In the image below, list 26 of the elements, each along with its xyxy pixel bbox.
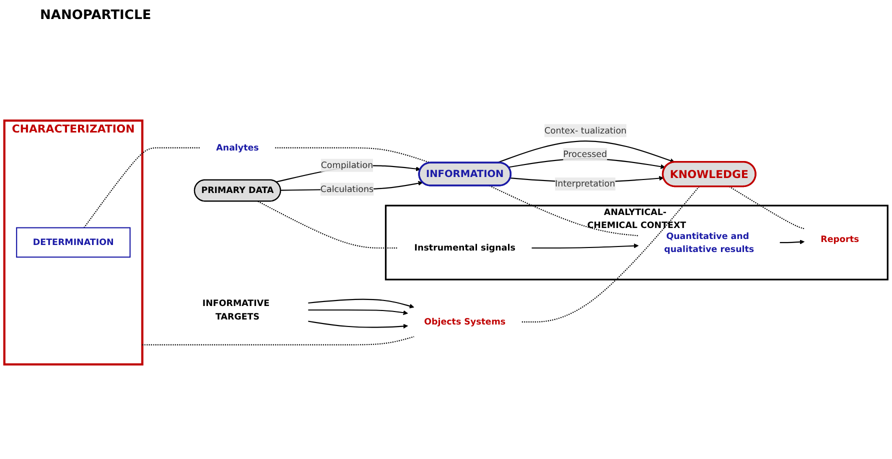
edge-label: Compilation bbox=[320, 160, 374, 170]
connector bbox=[258, 200, 398, 249]
edge-label: Interpretation bbox=[555, 178, 616, 189]
node-text: Quantitative and qualitative results bbox=[664, 230, 754, 254]
arrow bbox=[308, 309, 408, 316]
connector bbox=[522, 186, 700, 323]
label-text: NANOPARTICLE bbox=[40, 8, 152, 23]
edge-label: Contex- tualization bbox=[544, 125, 627, 136]
node-text: Instrumental signals bbox=[414, 242, 516, 253]
node-text: Reports bbox=[820, 234, 860, 244]
arrow bbox=[780, 240, 805, 244]
edge-label: Calculations bbox=[320, 184, 374, 194]
connector bbox=[142, 336, 414, 346]
node-text: INFORMATIVE TARGETS bbox=[202, 298, 270, 322]
connector bbox=[728, 186, 804, 230]
node-box: DETERMINATION bbox=[16, 227, 131, 258]
node-text: Analytes bbox=[216, 142, 259, 153]
arrow bbox=[308, 298, 414, 308]
node-text: Objects Systems bbox=[424, 316, 506, 327]
arrow bbox=[308, 320, 408, 329]
arrow bbox=[532, 243, 639, 249]
connector bbox=[84, 147, 200, 228]
arrow bbox=[496, 140, 675, 164]
connector bbox=[275, 147, 431, 164]
edge-label: Processed bbox=[563, 149, 608, 160]
connector bbox=[489, 185, 638, 236]
